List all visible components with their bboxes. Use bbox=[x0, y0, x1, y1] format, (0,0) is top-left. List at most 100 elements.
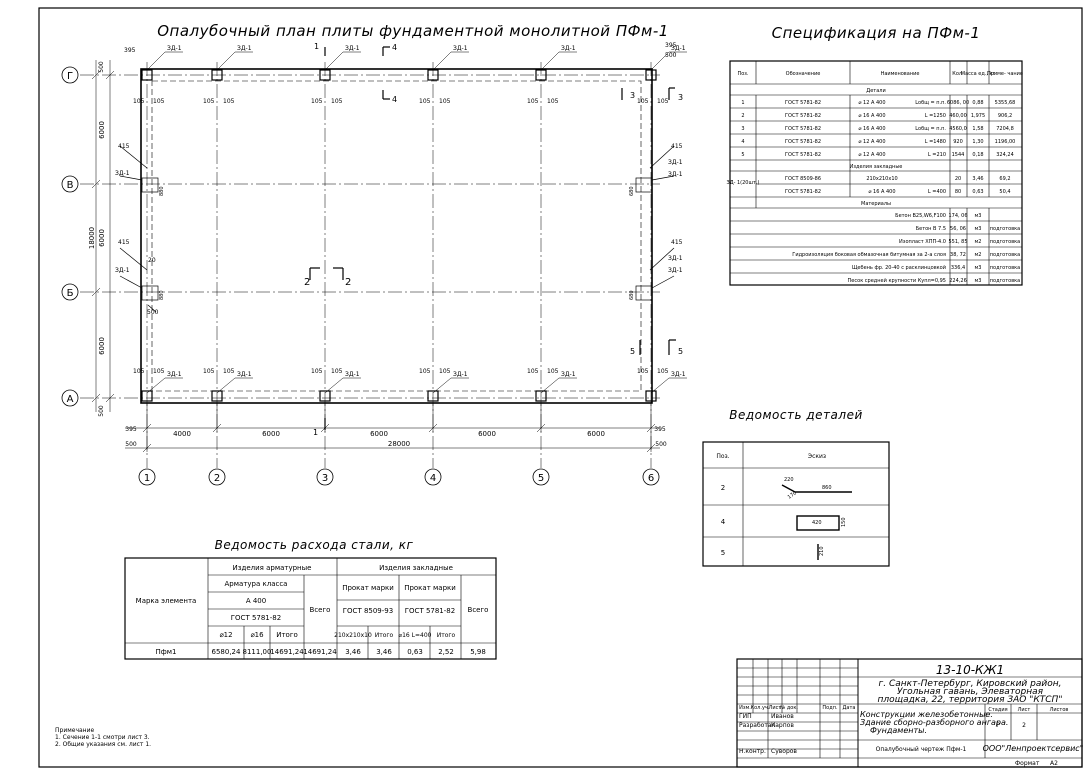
spec-cell-name: ⌀ 12 А 400 bbox=[858, 152, 885, 158]
spec-emb-mass: 0,63 bbox=[972, 189, 983, 195]
dim-105-top-right: 105 bbox=[547, 98, 559, 105]
formwork-plan: Опалубочный план плиты фундаментной моно… bbox=[61, 22, 687, 486]
spec-mat-unit: м2 bbox=[975, 252, 982, 258]
spec-mat-name: Бетон В 7.5 bbox=[916, 226, 946, 232]
axis-label-g: Г bbox=[67, 71, 73, 82]
spec-h-mass: Масса ед., кг bbox=[961, 71, 996, 77]
leader-bottom bbox=[216, 377, 236, 394]
spec-cell-note: 7204,8 bbox=[996, 126, 1014, 132]
spec-mat-note: подготовка bbox=[990, 226, 1020, 232]
steel-row-itogo2: 3,46 bbox=[376, 648, 392, 656]
stamp-sheet-v: 2 bbox=[1022, 722, 1026, 729]
dim-105-top-left: 105 bbox=[527, 98, 539, 105]
detail-sketches bbox=[781, 484, 852, 560]
dim-bottom-4: 6000 bbox=[478, 430, 496, 438]
dim-415-v: 415 bbox=[118, 143, 130, 150]
embedded-plate-bottom bbox=[427, 390, 439, 402]
spec-emb-note: 69,2 bbox=[999, 176, 1010, 182]
steel-h-emb: Изделия закладные bbox=[379, 564, 453, 572]
steel-consumption-table: Ведомость расхода стали, кг Марка элемен… bbox=[124, 538, 497, 660]
dim-bottom-395-right: 395 bbox=[654, 426, 666, 433]
zd-label-bottom: ЗД-1 bbox=[237, 371, 252, 378]
stamp-object-3: Фундаменты. bbox=[870, 726, 927, 735]
spec-cell-note: 1196,00 bbox=[995, 139, 1016, 145]
axis-label-v: В bbox=[67, 180, 74, 191]
dim-500-top-right: 500 bbox=[665, 52, 677, 59]
plan-title: Опалубочный план плиты фундаментной моно… bbox=[157, 22, 669, 40]
dim-105-bot-left: 105 bbox=[311, 368, 323, 375]
stamp-name-3: Суворов bbox=[771, 748, 797, 755]
zd-label-bottom: ЗД-1 bbox=[561, 371, 576, 378]
steel-h-class: Арматура класса bbox=[225, 580, 288, 588]
stamp-role-nkontr: Н.контр. bbox=[739, 748, 766, 755]
spec-h-note: Приме- чание bbox=[987, 71, 1023, 77]
sk4-dim-b: 150 bbox=[841, 517, 847, 527]
spec-cell-mass: 0,18 bbox=[972, 152, 983, 158]
dim-105-bot-right: 105 bbox=[153, 368, 165, 375]
spec-emb-name: 210х210х10 bbox=[866, 176, 897, 182]
dim-395-top-right: 395 bbox=[665, 42, 677, 49]
steel-h-d12: ⌀12 bbox=[219, 631, 232, 639]
spec-cell-pos: 1 bbox=[741, 100, 744, 106]
dim-bottom-2: 6000 bbox=[262, 430, 280, 438]
dim-680-v: 680 bbox=[629, 186, 635, 196]
steel-row-ugol: 3,46 bbox=[345, 648, 361, 656]
spec-cell-mass: 1,58 bbox=[972, 126, 983, 132]
stamp-col-izm: Изм. bbox=[739, 705, 751, 711]
details-title: Ведомость деталей bbox=[729, 408, 863, 422]
spec-h-qty: Кол. bbox=[952, 71, 964, 77]
steel-h-arm: Изделия арматурные bbox=[233, 564, 312, 572]
embedded-plate-bottom bbox=[319, 390, 331, 402]
spec-mat-unit: м3 bbox=[975, 265, 982, 271]
zd-label-bottom: ЗД-1 bbox=[167, 371, 182, 378]
sk4-dim-a: 420 bbox=[812, 520, 822, 526]
stamp-col-podp: Подп. bbox=[822, 705, 838, 711]
slab-inner-outline bbox=[151, 80, 642, 392]
spec-mat-note: подготовка bbox=[990, 278, 1020, 284]
stamp-format-label: Формат bbox=[1015, 760, 1040, 767]
dim-395-top-left: 395 bbox=[124, 47, 136, 54]
spec-cell-qty: 460,00 bbox=[949, 113, 967, 119]
dim-bottom-5: 6000 bbox=[587, 430, 605, 438]
dim-105-top-right: 105 bbox=[223, 98, 235, 105]
spec-emb-note: 50,4 bbox=[999, 189, 1010, 195]
leader-top bbox=[540, 51, 560, 71]
zd-label-top: ЗД-1 bbox=[345, 45, 360, 52]
details-row-4: 4 bbox=[721, 518, 726, 526]
zd-label-top: ЗД-1 bbox=[561, 45, 576, 52]
leader-bottom bbox=[324, 377, 344, 394]
spec-mat-qty: 224,26 bbox=[949, 278, 967, 284]
stamp-col-list: Лист bbox=[769, 705, 782, 711]
spec-mat-qty: 336,4 bbox=[951, 265, 965, 271]
steel-h-gost1: ГОСТ 5781-82 bbox=[231, 614, 281, 622]
section-5-left: 5 bbox=[630, 347, 635, 356]
dim-105-top-right: 105 bbox=[657, 98, 669, 105]
dim-20-side: 20 bbox=[148, 257, 156, 264]
leader-bottom bbox=[540, 377, 560, 394]
spec-cell-doc: ГОСТ 5781-82 bbox=[785, 126, 821, 132]
notes-item-2: 2. Общие указания см. лист 1. bbox=[55, 741, 151, 748]
spec-mat-name: Щебень фр. 20-40 с расклинцовкой bbox=[852, 264, 946, 271]
spec-cell-pos: 2 bbox=[741, 113, 744, 119]
steel-h-itogo2: Итого bbox=[375, 632, 394, 639]
axis-label-4: 4 bbox=[430, 473, 436, 484]
section-2-right: 2 bbox=[345, 277, 351, 288]
stamp-role-gip: ГИП bbox=[739, 713, 752, 720]
spec-h-name: Наименование bbox=[881, 71, 920, 77]
zd-label-top: ЗД-1 bbox=[237, 45, 252, 52]
dim-105-bot-left: 105 bbox=[527, 368, 539, 375]
spec-cell-mass: 1,975 bbox=[971, 113, 985, 119]
section-2-left: 2 bbox=[304, 277, 310, 288]
section-1-bottom: 1 bbox=[313, 428, 318, 437]
zd-label-v-r1: ЗД-1 bbox=[668, 159, 683, 166]
dim-415-v-right: 415 bbox=[671, 143, 683, 150]
dim-105-bot-right: 105 bbox=[439, 368, 451, 375]
spec-cell-pos: 3 bbox=[741, 126, 744, 132]
spec-cell-qty: 920 bbox=[953, 139, 963, 145]
dim-680-b: 680 bbox=[629, 290, 635, 300]
spec-cell-pos: 4 bbox=[741, 139, 744, 145]
dim-left-1: 6000 bbox=[98, 121, 106, 139]
stamp-role-dev: Разработал bbox=[739, 722, 776, 729]
stamp-org: ООО"Ленпроектсервис" bbox=[983, 744, 1084, 753]
